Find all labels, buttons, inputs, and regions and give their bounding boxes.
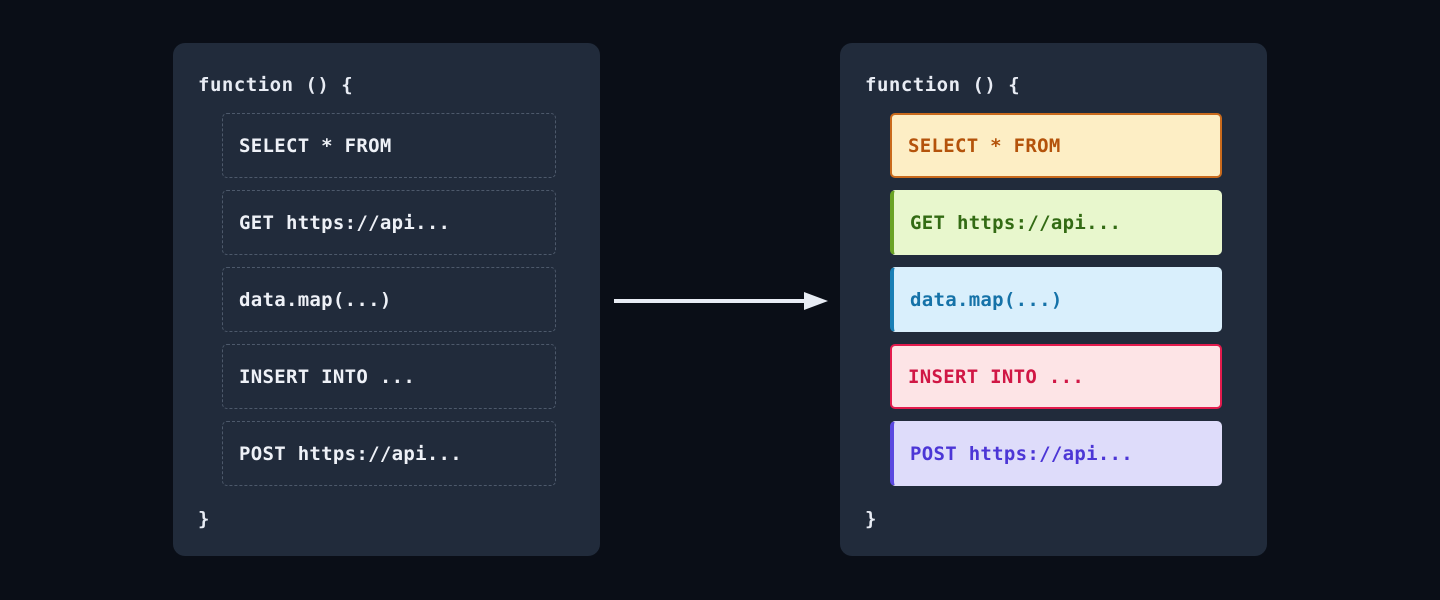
statement-text: SELECT * FROM	[239, 134, 392, 157]
statement-text: POST https://api...	[239, 442, 463, 465]
function-open-line: function () {	[865, 74, 1021, 96]
function-close-line: }	[198, 508, 210, 530]
statement-list-after: SELECT * FROM GET https://api... data.ma…	[890, 113, 1222, 498]
statement-text: SELECT * FROM	[908, 134, 1061, 157]
statement-list-before: SELECT * FROM GET https://api... data.ma…	[222, 113, 556, 498]
statement-row[interactable]: POST https://api...	[222, 421, 556, 486]
statement-row-highlighted[interactable]: INSERT INTO ...	[890, 344, 1222, 409]
code-panel-after: function () { SELECT * FROM GET https://…	[840, 43, 1267, 556]
statement-text: data.map(...)	[910, 288, 1063, 311]
statement-text: INSERT INTO ...	[908, 365, 1085, 388]
transform-arrow	[614, 292, 828, 310]
statement-row[interactable]: GET https://api...	[222, 190, 556, 255]
statement-text: GET https://api...	[239, 211, 451, 234]
statement-row-highlighted[interactable]: POST https://api...	[890, 421, 1222, 486]
statement-text: GET https://api...	[910, 211, 1122, 234]
statement-row[interactable]: data.map(...)	[222, 267, 556, 332]
function-close-line: }	[865, 508, 877, 530]
statement-row[interactable]: INSERT INTO ...	[222, 344, 556, 409]
statement-row[interactable]: SELECT * FROM	[222, 113, 556, 178]
statement-text: INSERT INTO ...	[239, 365, 416, 388]
statement-row-highlighted[interactable]: data.map(...)	[890, 267, 1222, 332]
function-open-line: function () {	[198, 74, 354, 96]
statement-row-highlighted[interactable]: SELECT * FROM	[890, 113, 1222, 178]
code-panel-before: function () { SELECT * FROM GET https://…	[173, 43, 600, 556]
statement-text: data.map(...)	[239, 288, 392, 311]
arrow-right-icon	[614, 292, 828, 310]
statement-row-highlighted[interactable]: GET https://api...	[890, 190, 1222, 255]
statement-text: POST https://api...	[910, 442, 1134, 465]
